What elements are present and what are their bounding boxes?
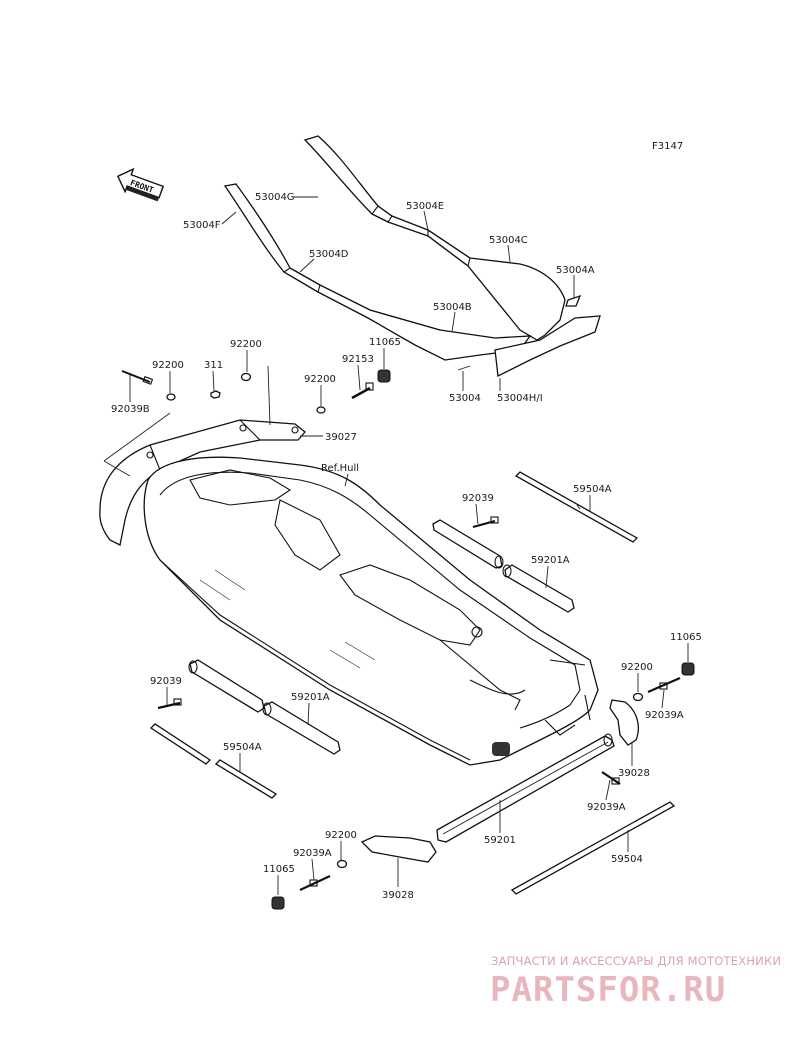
washer-92200-top	[240, 372, 252, 382]
strake-59201A-right-1	[432, 519, 504, 569]
mat-joint-g	[371, 205, 393, 223]
label-92039A-bottom: 92039A	[293, 848, 332, 859]
mat-joint-d	[282, 267, 321, 293]
label-92153: 92153	[342, 354, 374, 365]
strip-59504	[510, 801, 676, 895]
label-11065-bottom: 11065	[263, 864, 295, 875]
leader-92039A-right-2	[605, 779, 611, 801]
leader-59201A-left	[307, 702, 310, 726]
label-92200-mid: 92200	[304, 374, 336, 385]
label-59504: 59504	[611, 854, 643, 865]
leader-92039A-right	[661, 689, 665, 709]
strake-59201A-left-2	[262, 701, 341, 755]
leader-92153	[357, 364, 361, 391]
leader-311	[212, 370, 215, 392]
bolt-92039A-right-2	[601, 771, 621, 785]
strake-59201	[436, 733, 615, 843]
label-59201A-right: 59201A	[531, 555, 570, 566]
label-53004: 53004	[449, 393, 481, 404]
label-92039-left: 92039	[150, 676, 182, 687]
label-11065-right: 11065	[670, 632, 702, 643]
bolt-92039B	[121, 370, 154, 385]
label-59201: 59201	[484, 835, 516, 846]
watermark-logo: PARTSFOR.RU	[490, 970, 726, 1010]
leader-ref-hull	[344, 473, 349, 487]
mat-joint-e	[427, 228, 471, 267]
label-ref-hull: Ref.Hull	[321, 463, 359, 474]
mat-53004G	[303, 135, 566, 341]
washer-92200-left	[166, 393, 176, 401]
label-53004HI: 53004H/I	[497, 393, 543, 404]
mat-53004HI	[494, 315, 601, 377]
label-92200-top: 92200	[230, 339, 262, 350]
front-arrow-icon: FRONT	[116, 167, 165, 202]
label-92039A-right-2: 92039A	[587, 802, 626, 813]
leader-53004F	[221, 211, 237, 225]
leader-53004B	[451, 311, 456, 333]
label-53004A: 53004A	[556, 265, 595, 276]
nut-311	[210, 390, 221, 399]
guard-39028-bottom	[360, 835, 437, 863]
hull-reference	[143, 456, 599, 766]
label-39028-right: 39028	[618, 768, 650, 779]
cap-11065-top	[377, 369, 391, 383]
label-92039B: 92039B	[111, 404, 150, 415]
leader-92039A-bottom	[311, 858, 315, 881]
leader-92039-right	[475, 503, 479, 525]
label-92039-right: 92039	[462, 493, 494, 504]
mat-joint-b	[369, 309, 441, 331]
bolt-92039A-bottom	[299, 875, 331, 891]
leader-53004D	[299, 258, 315, 273]
label-53004F: 53004F	[183, 220, 221, 231]
label-92200-left: 92200	[152, 360, 184, 371]
washer-92200-mid	[316, 406, 326, 414]
label-59504A-left: 59504A	[223, 742, 262, 753]
mat-53004A	[565, 294, 582, 307]
strip-59504A-right	[514, 471, 639, 543]
bolt-92039-left	[157, 698, 182, 710]
grip-bracket-left	[103, 412, 171, 477]
label-53004C: 53004C	[489, 235, 528, 246]
strake-59201A-right-2	[502, 564, 575, 613]
label-53004E: 53004E	[406, 201, 444, 212]
leader-53004E	[423, 210, 429, 231]
bolt-92153	[351, 382, 374, 400]
label-53004B: 53004B	[433, 302, 472, 313]
strip-59504A-left-2	[214, 759, 278, 799]
leader-53004C	[507, 244, 511, 263]
watermark-tagline: ЗАПЧАСТИ И АКСЕССУАРЫ ДЛЯ МОТОТЕХНИКИ	[491, 954, 781, 968]
bolt-92039A-right	[647, 676, 681, 694]
washer-92200-bottom	[336, 859, 348, 869]
cap-11065-right	[681, 662, 695, 676]
strake-59201A-left-1	[188, 659, 265, 713]
leader-59201A-right	[545, 565, 549, 589]
label-311: 311	[204, 360, 223, 371]
strip-59504A-left-1	[149, 723, 212, 765]
guard-39028-right	[609, 699, 640, 746]
label-39027: 39027	[325, 432, 357, 443]
grip-bracket-right	[267, 365, 271, 426]
washer-92200-right	[632, 692, 644, 702]
cap-11065-bottom	[271, 896, 285, 910]
label-92200-bottom: 92200	[325, 830, 357, 841]
label-59504A-right: 59504A	[573, 484, 612, 495]
seat-mats-group	[223, 135, 601, 377]
label-53004D: 53004D	[309, 249, 349, 260]
mat-53004-strip	[457, 365, 471, 371]
bolt-92039-right	[472, 516, 499, 529]
label-92039A-right: 92039A	[645, 710, 684, 721]
figure-code: F3147	[652, 141, 683, 152]
label-92200-right: 92200	[621, 662, 653, 673]
label-11065-top: 11065	[369, 337, 401, 348]
label-59201A-left: 59201A	[291, 692, 330, 703]
label-39028-bottom: 39028	[382, 890, 414, 901]
label-53004G: 53004G	[255, 192, 295, 203]
